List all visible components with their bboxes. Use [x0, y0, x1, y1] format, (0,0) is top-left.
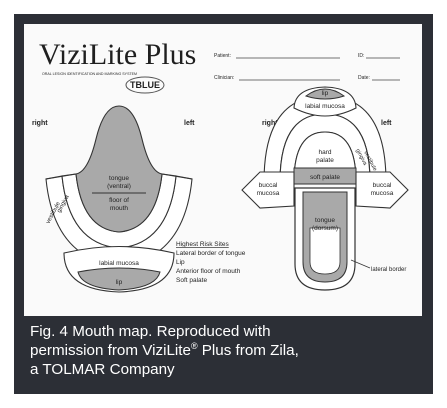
- logo-text: ViziLite Plus: [39, 38, 196, 71]
- caption-line-3: a TOLMAR Company: [30, 360, 420, 379]
- buccal-mucosa-left-label-1: buccal: [259, 182, 278, 189]
- caption-line-1: Fig. 4 Mouth map. Reproduced with: [30, 322, 420, 341]
- left-view-side-left: left: [184, 120, 195, 127]
- risk-sites-title: Highest Risk Sites: [176, 241, 229, 248]
- mouth-map-diagram: ViziLite Plus ORAL LESION IDENTIFICATION…: [24, 24, 422, 316]
- tongue-tip-region: [310, 228, 340, 274]
- risk-sites-list: Highest Risk Sites Lateral border of ton…: [176, 241, 246, 284]
- lateral-border-label: lateral border: [371, 267, 406, 273]
- left-labial-mucosa-label: labial mucosa: [99, 260, 139, 267]
- vizilite-logo: ViziLite Plus ORAL LESION IDENTIFICATION…: [39, 38, 196, 93]
- caption-line-2-start: permission from ViziLite: [30, 342, 191, 359]
- hard-palate-label-1: hard: [318, 149, 331, 156]
- buccal-mucosa-right-label-1: buccal: [373, 182, 392, 189]
- clinician-label: Clinician:: [214, 75, 234, 81]
- caption-line-2: permission from ViziLite® Plus from Zila…: [30, 341, 420, 360]
- risk-site-item: Lateral border of tongue: [176, 250, 246, 257]
- mouth-map-card: ViziLite Plus ORAL LESION IDENTIFICATION…: [24, 24, 422, 316]
- right-lip-label: lip: [322, 90, 329, 97]
- risk-site-item: Anterior floor of mouth: [176, 268, 241, 275]
- risk-site-item: Lip: [176, 259, 185, 266]
- right-view-side-left: left: [381, 120, 392, 127]
- id-label: ID:: [358, 53, 364, 59]
- date-label: Date:: [358, 75, 370, 81]
- left-view-side-right: right: [32, 120, 48, 127]
- patient-label: Patient:: [214, 53, 231, 59]
- hard-palate-label-2: palate: [316, 157, 334, 164]
- tongue-ventral-label-1: tongue: [109, 175, 129, 182]
- buccal-mucosa-left-label-2: mucosa: [257, 190, 280, 197]
- tongue-ventral-label-2: (ventral): [107, 183, 131, 190]
- maker-mark: TBLUE: [130, 80, 160, 90]
- registered-mark: ®: [191, 341, 198, 351]
- tongue-ventral-region: [76, 106, 162, 232]
- lower-mouth-view: right left tongue (ventral) floor of mou…: [32, 106, 195, 292]
- right-labial-mucosa-label: labial mucosa: [305, 103, 345, 110]
- floor-of-mouth-label-1: floor of: [109, 197, 129, 204]
- upper-mouth-view: right left lip labial mucosa hard palate…: [242, 87, 408, 290]
- floor-of-mouth-label-2: mouth: [110, 205, 128, 212]
- risk-site-item: Soft palate: [176, 277, 207, 284]
- tongue-dorsum-label-1: tongue: [315, 217, 335, 224]
- patient-form: Patient: ID: Clinician: Date:: [214, 53, 400, 81]
- logo-tagline: ORAL LESION IDENTIFICATION AND MARKING S…: [42, 72, 137, 76]
- soft-palate-label: soft palate: [310, 174, 340, 181]
- buccal-mucosa-right-label-2: mucosa: [371, 190, 394, 197]
- caption-line-2-end: Plus from Zila,: [198, 342, 299, 359]
- tongue-dorsum-label-2: (dorsum): [312, 225, 338, 232]
- left-lip-label: lip: [116, 279, 123, 286]
- figure-caption: Fig. 4 Mouth map. Reproduced with permis…: [30, 322, 420, 379]
